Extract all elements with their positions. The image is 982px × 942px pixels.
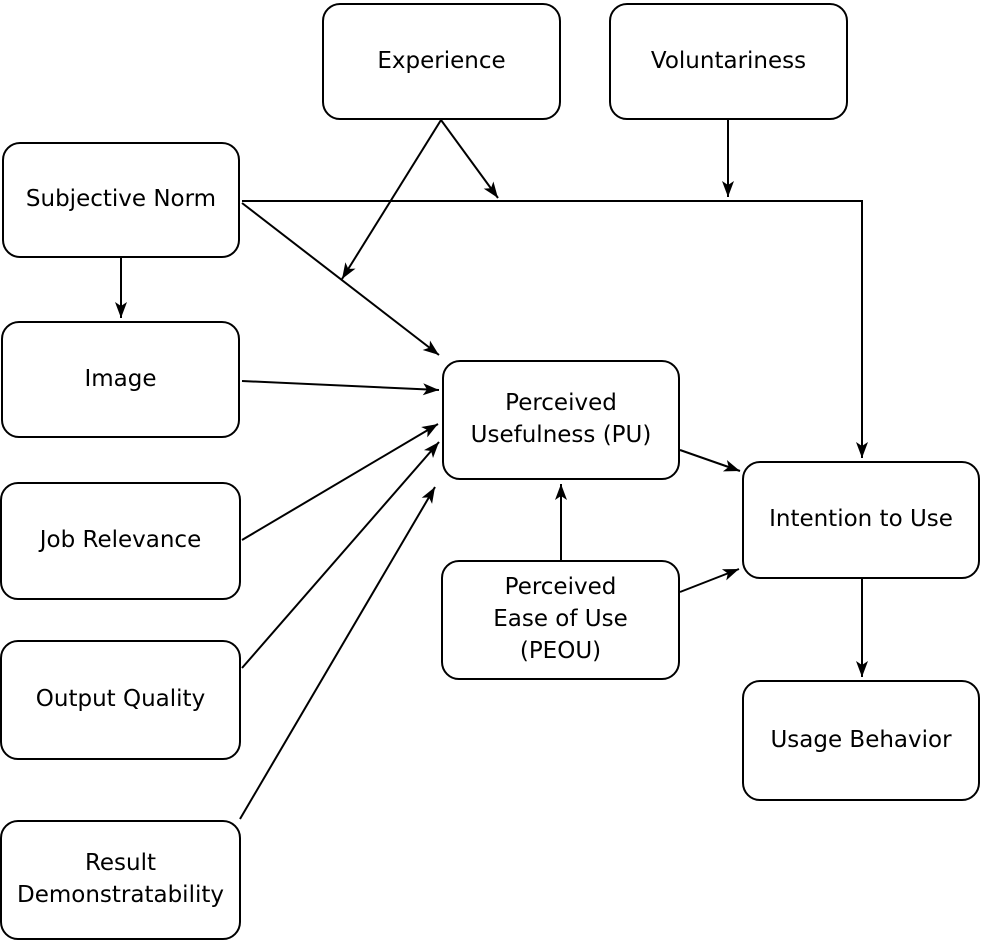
node-voluntariness: Voluntariness [609, 3, 848, 120]
edge-experience-to-subjective-norm-perceived-usefulness [341, 119, 442, 280]
edge-perceived-ease-of-use-to-intention-to-use [679, 568, 740, 593]
edge-subjective-norm-to-intention-to-use [242, 200, 868, 458]
node-perceived-usefulness: Perceived Usefulness (PU) [442, 360, 680, 480]
node-result-demonstratability: Result Demonstratability [0, 820, 241, 940]
node-intention-to-use: Intention to Use [742, 461, 980, 579]
node-experience: Experience [322, 3, 561, 120]
node-image: Image [1, 321, 240, 438]
edge-subjective-norm-to-perceived-usefulness [241, 202, 440, 356]
node-output-quality: Output Quality [0, 640, 241, 760]
edge-output-quality-to-perceived-usefulness [241, 441, 440, 669]
node-perceived-ease-of-use: Perceived Ease of Use (PEOU) [441, 560, 680, 680]
edge-result-demonstratability-to-perceived-usefulness [239, 486, 436, 820]
edge-job-relevance-to-perceived-usefulness [241, 423, 439, 541]
node-usage-behavior: Usage Behavior [742, 680, 980, 801]
edge-perceived-usefulness-to-intention-to-use [679, 449, 741, 472]
node-subjective-norm: Subjective Norm [2, 142, 240, 258]
edge-experience-to-subjective-norm-intention-to-use [440, 119, 499, 199]
node-job-relevance: Job Relevance [0, 482, 241, 600]
edge-image-to-perceived-usefulness [241, 380, 440, 396]
